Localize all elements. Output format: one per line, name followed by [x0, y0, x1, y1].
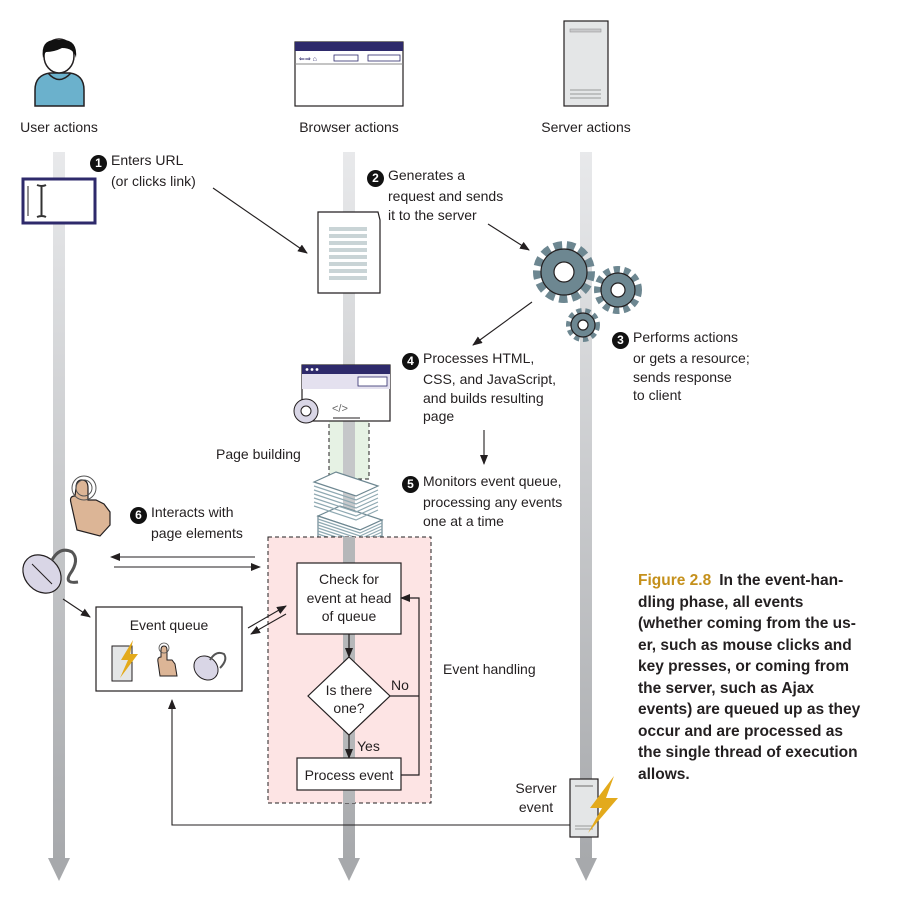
column-title-browser: Browser actions	[299, 119, 399, 135]
server-event-small-icon	[111, 640, 138, 682]
svg-text:⇐⇒ ⌂: ⇐⇒ ⌂	[299, 56, 317, 63]
arrow-mouse-to-queue	[62, 598, 91, 618]
check-queue-line-3: of queue	[321, 608, 377, 624]
decision-line-2: one?	[333, 700, 365, 716]
user-avatar-icon	[34, 38, 85, 107]
touch-hand-small-icon	[157, 642, 178, 677]
arrow-check-to-queue	[250, 613, 287, 635]
document-icon	[317, 211, 381, 294]
decision-line-1: Is there	[325, 682, 373, 698]
column-title-user: User actions	[20, 119, 98, 135]
text-input-cursor-icon	[21, 177, 97, 225]
lane-user	[48, 152, 70, 881]
server-event-icon	[569, 776, 618, 838]
process-event-box	[296, 757, 402, 791]
arrow-server-event-to-queue	[168, 699, 570, 826]
step-1-badge: 1	[90, 155, 107, 172]
step-5-badge: 5	[402, 476, 419, 493]
server-event-label-1: Server	[515, 780, 557, 796]
column-title-server: Server actions	[541, 119, 631, 135]
svg-text:</>: </>	[332, 403, 348, 415]
flow-arrows	[62, 187, 570, 826]
step-2-badge: 2	[367, 170, 384, 187]
mouse-small-icon	[193, 651, 227, 681]
arrow-url-to-request	[212, 187, 308, 254]
browser-window-icon: ⇐⇒ ⌂	[294, 41, 404, 107]
figure-number: Figure 2.8	[638, 572, 712, 589]
check-queue-line-2: event at head	[306, 590, 392, 606]
arrow-response-to-browser	[472, 301, 533, 346]
process-event-label: Process event	[304, 767, 394, 783]
mouse-icon	[22, 548, 79, 594]
page-building-label: Page building	[216, 446, 301, 462]
decision-no-label: No	[391, 677, 409, 693]
step-3-badge: 3	[612, 332, 629, 349]
step-6-badge: 6	[130, 507, 147, 524]
decision-yes-label: Yes	[357, 738, 380, 754]
gears-icon	[533, 241, 642, 342]
check-queue-line-1: Check for	[319, 571, 379, 587]
lane-user-arrowhead	[48, 858, 70, 881]
browser-building-icon: </>	[293, 364, 391, 424]
server-tower-icon	[563, 20, 609, 107]
step-4-badge: 4	[402, 353, 419, 370]
arrow-queue-to-check	[247, 605, 287, 629]
no-loop-connector	[390, 598, 420, 776]
arrow-request-to-server	[487, 223, 530, 251]
event-queue-label: Event queue	[129, 617, 209, 633]
lane-browser-arrowhead	[338, 858, 360, 881]
check-queue-box	[296, 562, 402, 635]
lane-server-arrowhead	[575, 858, 597, 881]
touch-hand-icon	[69, 475, 111, 537]
server-event-label-2: event	[518, 799, 554, 815]
event-handling-label: Event handling	[443, 661, 536, 677]
